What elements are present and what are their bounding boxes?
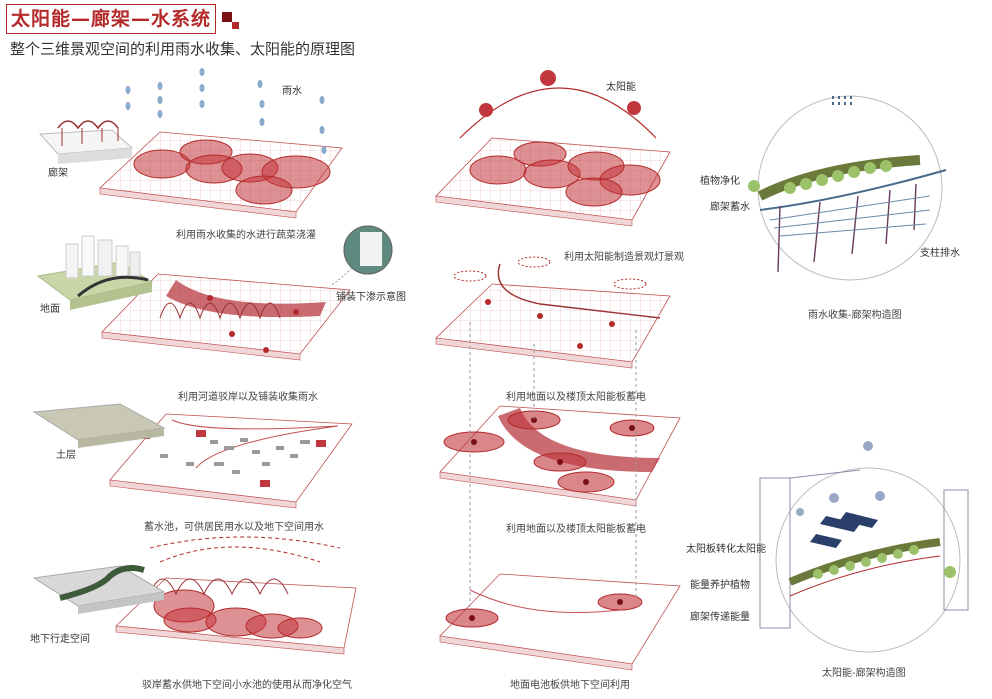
bank-storage-caption: 驳岸蓄水供地下空间小水池的使用从而净化空气 <box>142 680 352 691</box>
ground-plate-2 <box>101 273 351 361</box>
rain-plate-1 <box>99 131 343 219</box>
solar-storage-caption-2: 利用地面以及楼顶太阳能板蓄电 <box>506 524 646 535</box>
battery-caption: 地面电池板供地下空间利用 <box>510 680 630 691</box>
soil-label: 土层 <box>56 450 76 461</box>
rain-pergola-section <box>748 95 947 281</box>
solar-plate-3 <box>439 405 681 507</box>
soil-layer-model <box>32 403 166 448</box>
paving-infiltration-inset <box>329 225 393 287</box>
ground-label: 地面 <box>40 304 60 315</box>
rain-pergola-caption: 雨水收集-廊架构造图 <box>808 310 902 321</box>
title-decoration <box>232 22 239 29</box>
building-model <box>36 235 154 310</box>
energy-plant-label: 能量养护植物 <box>690 580 750 591</box>
solar-light-caption: 利用太阳能制造景观灯景观 <box>564 252 684 263</box>
title-decoration <box>222 12 232 22</box>
pergola-label: 廊架 <box>48 168 68 179</box>
solar-note: 太阳能 <box>606 82 636 93</box>
column-drainage-label: 支柱排水 <box>920 248 960 259</box>
diagram-title: 太阳能—廊架—水系统 <box>6 4 217 34</box>
underground-walk-label: 地下行走空间 <box>30 634 90 645</box>
solar-pergola-section <box>759 441 969 653</box>
river-paving-caption: 利用河道驳岸以及铺装收集雨水 <box>178 392 318 403</box>
plant-purification-label: 植物净化 <box>700 176 740 187</box>
solar-pergola-caption: 太阳能-廊架构造图 <box>822 668 906 679</box>
sun-arc <box>459 70 657 139</box>
rain-drops <box>125 68 327 154</box>
paving-note: 铺装下渗示意图 <box>336 292 406 303</box>
solar-plate-1 <box>435 137 671 227</box>
reservoir-caption: 蓄水池，可供居民用水以及地下空间用水 <box>144 522 324 533</box>
soil-plate-3 <box>109 413 353 509</box>
underground-walk-model <box>32 565 166 614</box>
pergola-model <box>38 120 134 164</box>
vertical-connectors <box>469 322 637 610</box>
rain-note: 雨水 <box>282 86 302 97</box>
solar-plate-2 <box>435 256 671 369</box>
solar-panel-label: 太阳板转化太阳能 <box>686 544 766 555</box>
diagram-subtitle: 整个三维景观空间的利用雨水收集、太阳能的原理图 <box>10 40 356 58</box>
underground-plate-4 <box>115 536 357 655</box>
solar-plate-4 <box>439 573 681 671</box>
pergola-energy-label: 廊架传递能量 <box>690 612 750 623</box>
rain-irrigation-caption: 利用雨水收集的水进行蔬菜浇灌 <box>176 230 316 241</box>
solar-storage-caption-1: 利用地面以及楼顶太阳能板蓄电 <box>506 392 646 403</box>
pergola-storage-label: 廊架蓄水 <box>710 202 750 213</box>
